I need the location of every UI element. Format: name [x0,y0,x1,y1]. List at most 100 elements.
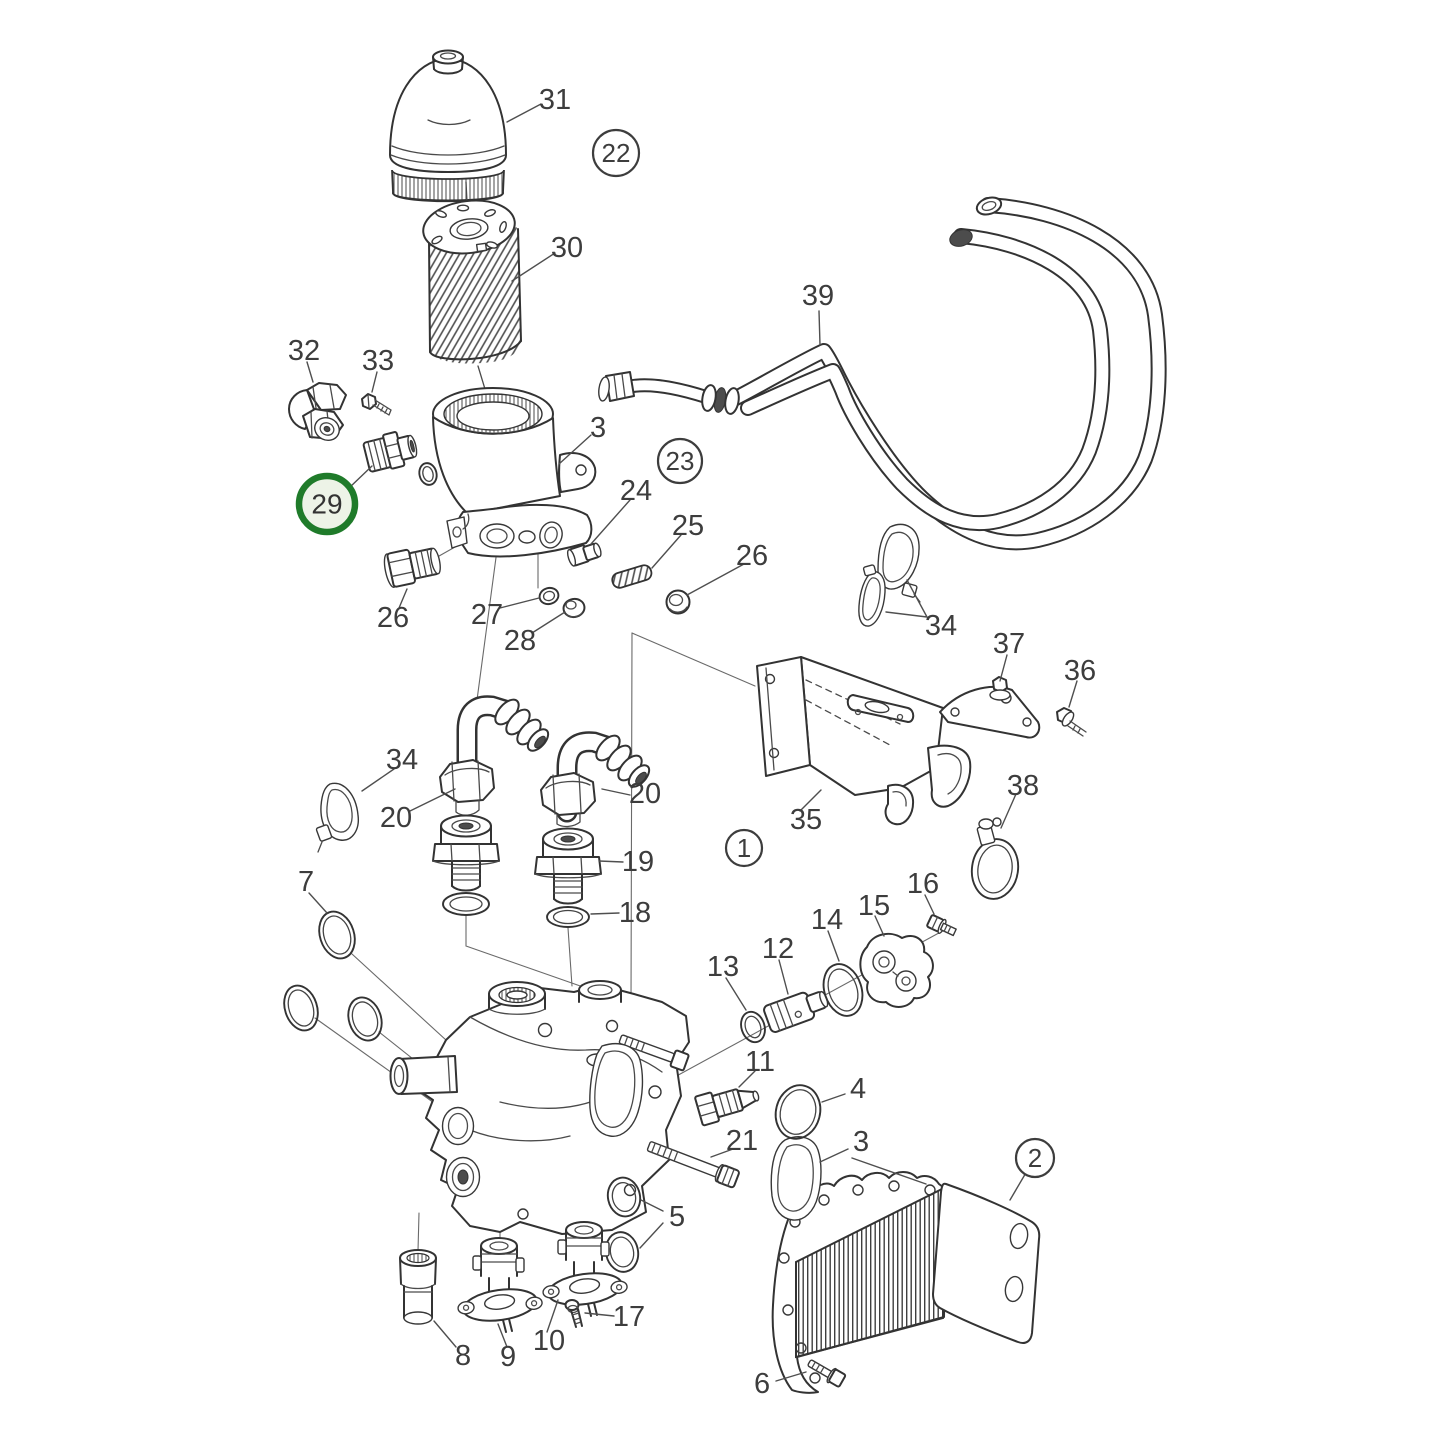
svg-text:28: 28 [504,625,536,657]
svg-text:11: 11 [745,1046,775,1078]
part-24-fitting [566,542,602,567]
part-18-oring-left [442,892,490,916]
part-6-bolt [807,1359,847,1388]
callout-19-24[interactable]: 19 [622,846,654,878]
callout-31-0[interactable]: 31 [539,84,571,116]
callout-14-29[interactable]: 14 [811,904,843,936]
part-14-oring [822,963,864,1017]
callout-11-32[interactable]: 11 [745,1046,775,1078]
part-17-screw [564,1299,583,1328]
callout-38-22[interactable]: 38 [1007,770,1039,802]
callout-27-13[interactable]: 27 [471,599,503,631]
callout-28-14[interactable]: 28 [504,625,536,657]
svg-text:12: 12 [762,933,794,965]
svg-text:5: 5 [669,1201,685,1233]
svg-text:21: 21 [726,1125,758,1157]
callout-10-41[interactable]: 10 [533,1325,565,1357]
part-16-screw [926,914,957,937]
callout-34-18[interactable]: 34 [386,744,418,776]
svg-text:14: 14 [811,904,843,936]
svg-text:17: 17 [613,1301,645,1333]
svg-text:27: 27 [471,599,503,631]
callout-9-40[interactable]: 9 [500,1341,516,1373]
callout-33-5[interactable]: 33 [362,345,394,377]
callout-3-6[interactable]: 3 [590,412,606,444]
svg-text:9: 9 [500,1341,516,1373]
part-26-nut [665,589,691,615]
part-28-nut [562,597,586,619]
part-34-cable-tie-right [858,523,921,627]
highlight-ring [295,472,359,536]
svg-text:8: 8 [455,1340,471,1372]
callout-15-28[interactable]: 15 [858,890,890,922]
part-3-gasket-cooler [770,1136,822,1221]
part-19-union-right [534,827,602,905]
callout-5-37[interactable]: 5 [669,1201,685,1233]
callout-37-16[interactable]: 37 [993,628,1025,660]
callout-20-19[interactable]: 20 [380,802,412,834]
svg-text:30: 30 [551,232,583,264]
part-38-hose-clamp [970,817,1020,900]
callout-23-7[interactable]: 23 [656,437,704,485]
callout-8-39[interactable]: 8 [455,1340,471,1372]
part-34-cable-tie-left [315,782,359,853]
svg-text:16: 16 [907,868,939,900]
svg-text:7: 7 [298,866,314,898]
callout-7-25[interactable]: 7 [298,866,314,898]
part-25-stud [611,564,653,589]
callout-29-8[interactable]: 29 [295,472,359,536]
callout-34-15[interactable]: 34 [925,610,957,642]
svg-text:25: 25 [672,510,704,542]
svg-text:3: 3 [590,412,606,444]
part-26-plug [383,547,441,588]
callout-18-26[interactable]: 18 [619,897,651,929]
callout-39-3[interactable]: 39 [802,280,834,312]
callout-26-12[interactable]: 26 [377,602,409,634]
part-36-bolt [1056,707,1087,737]
part-20-elbow-right [540,731,651,828]
part-8-connector [399,1249,437,1325]
callout-2-36[interactable]: 2 [1014,1137,1056,1179]
svg-text:13: 13 [707,951,739,983]
part-31-filter-cover [389,49,507,203]
callout-25-10[interactable]: 25 [672,510,704,542]
svg-text:34: 34 [386,744,418,776]
callout-36-17[interactable]: 36 [1064,655,1096,687]
callout-22-1[interactable]: 22 [591,128,641,178]
part-3-filter-housing [432,387,597,558]
svg-text:4: 4 [850,1073,866,1105]
callout-16-27[interactable]: 16 [907,868,939,900]
callout-3-35[interactable]: 3 [853,1126,869,1158]
callout-35-21[interactable]: 35 [790,804,822,836]
part-32-elbow-union [288,382,347,441]
callout-13-31[interactable]: 13 [707,951,739,983]
callout-24-9[interactable]: 24 [620,475,652,507]
callout-32-4[interactable]: 32 [288,335,320,367]
part-10-valve [542,1221,628,1317]
svg-text:26: 26 [377,602,409,634]
callout-1-23[interactable]: 1 [724,828,764,868]
svg-text:35: 35 [790,804,822,836]
callout-26-11[interactable]: 26 [736,540,768,572]
callout-12-30[interactable]: 12 [762,933,794,965]
svg-text:24: 24 [620,475,652,507]
part-29-nipple [362,431,438,486]
part-20-elbow-left [439,695,550,816]
svg-text:22: 22 [602,138,631,168]
part-13-oring [740,1010,766,1044]
callout-30-2[interactable]: 30 [551,232,583,264]
svg-text:33: 33 [362,345,394,377]
callout-17-38[interactable]: 17 [613,1301,645,1333]
part-18-oring-right [546,906,590,928]
callout-4-33[interactable]: 4 [850,1073,866,1105]
callout-20-20[interactable]: 20 [629,778,661,810]
svg-text:1: 1 [737,833,751,863]
callout-21-34[interactable]: 21 [726,1125,758,1157]
svg-text:18: 18 [619,897,651,929]
callout-6-42[interactable]: 6 [754,1368,770,1400]
svg-text:10: 10 [533,1325,565,1357]
